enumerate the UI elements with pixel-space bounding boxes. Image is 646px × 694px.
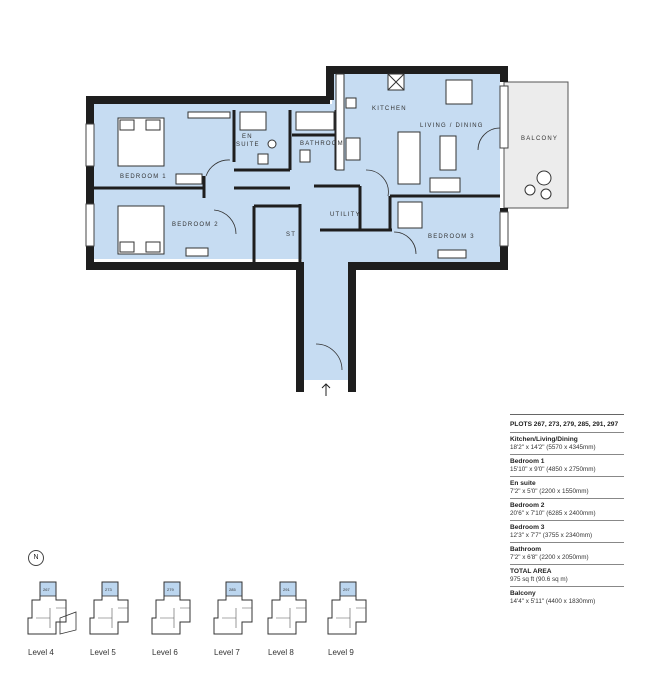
label-bathroom: BATHROOM [300, 141, 344, 147]
key-plan: 279 [151, 581, 191, 635]
spec-room-name: Bedroom 1 [510, 458, 545, 465]
level-label: Level 6 [152, 648, 178, 657]
spec-room-dimensions: 975 sq ft (90.6 sq m) [510, 576, 568, 583]
bath-fixtures [239, 111, 335, 165]
key-plan-plot-number: 285 [229, 587, 236, 592]
level-label: Level 9 [328, 648, 354, 657]
balcony-furniture [524, 170, 552, 200]
key-plan: 291 [267, 581, 307, 635]
label-balcony: BALCONY [521, 136, 558, 142]
level-label: Level 8 [268, 648, 294, 657]
label-bedroom3: BEDROOM 3 [428, 234, 475, 240]
north-compass-icon: N [28, 550, 44, 566]
label-en-suite-line2: SUITE [236, 142, 260, 148]
label-kitchen: KITCHEN [372, 106, 407, 112]
key-plan: 297 [327, 581, 367, 635]
label-utility: UTILITY [330, 212, 361, 218]
spec-room-name: Bedroom 2 [510, 502, 545, 509]
spec-room-dimensions: 12'3" x 7'7" (3755 x 2340mm) [510, 532, 593, 539]
spec-room-name: TOTAL AREA [510, 568, 552, 575]
key-plan: 273 [89, 581, 129, 635]
key-plan-plot-number: 279 [167, 587, 174, 592]
spec-room-dimensions: 18'2" x 14'2" (5570 x 4345mm) [510, 444, 596, 451]
key-plan: 267 [27, 581, 77, 635]
sofa [397, 131, 461, 193]
spec-room-dimensions: 7'2" x 5'0" (2200 x 1550mm) [510, 488, 589, 495]
bed-bedroom1 [117, 117, 165, 167]
desks [175, 111, 467, 259]
spec-room-dimensions: 15'10" x 9'0" (4850 x 2750mm) [510, 466, 596, 473]
label-store: ST [286, 232, 296, 238]
kitchen-units [335, 73, 405, 171]
plots-heading: PLOTS 267, 273, 279, 285, 291, 297 [510, 414, 624, 432]
label-bedroom1: BEDROOM 1 [120, 174, 167, 180]
key-plan-plot-number: 291 [283, 587, 290, 592]
level-label: Level 5 [90, 648, 116, 657]
door-swings [205, 127, 501, 371]
balcony-area [503, 81, 569, 209]
entrance-arrow-icon [321, 383, 331, 396]
key-plan-plot-number: 267 [43, 587, 50, 592]
level-label: Level 7 [214, 648, 240, 657]
spec-room-name: Balcony [510, 590, 536, 597]
spec-room-dimensions: 20'6" x 7'10" (6285 x 2400mm) [510, 510, 596, 517]
spec-room-dimensions: 14'4" x 5'11" (4400 x 1830mm) [510, 598, 596, 605]
spec-room-name: En suite [510, 480, 536, 487]
key-plan: 285 [213, 581, 253, 635]
spec-room-name: Bedroom 3 [510, 524, 545, 531]
label-living-dining: LIVING / DINING [420, 123, 484, 129]
bed-bedroom2 [117, 205, 165, 255]
spec-room-name: Kitchen/Living/Dining [510, 436, 578, 443]
floor-plan: KITCHEN LIVING / DINING BALCONY EN SUITE… [85, 66, 569, 396]
key-plan-plot-number: 297 [343, 587, 350, 592]
label-en-suite-line1: EN [242, 134, 253, 140]
label-bedroom2: BEDROOM 2 [172, 222, 219, 228]
key-plan-plot-number: 273 [105, 587, 112, 592]
dining-table [445, 79, 473, 105]
level-label: Level 4 [28, 648, 54, 657]
spec-table: PLOTS 267, 273, 279, 285, 291, 297 Kitch… [510, 414, 624, 608]
spec-room-name: Bathroom [510, 546, 542, 553]
spec-room-dimensions: 7'2" x 6'8" (2200 x 2050mm) [510, 554, 589, 561]
interior-walls [94, 110, 500, 262]
windows [85, 85, 509, 247]
bed-bedroom3 [397, 201, 423, 229]
